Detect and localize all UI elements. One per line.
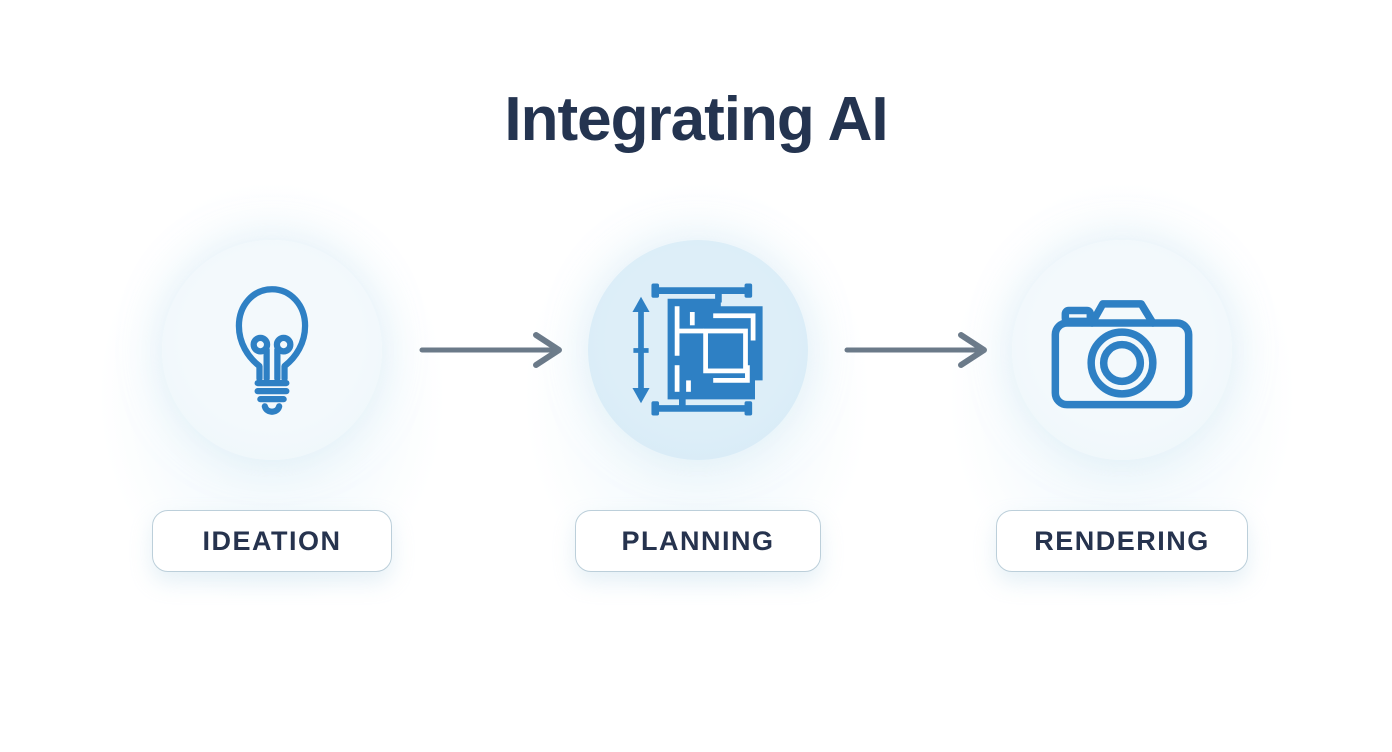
camera-icon [1051,299,1193,408]
ideation-circle [162,240,382,460]
page-title: Integrating AI [504,85,888,154]
arrow-right-icon [419,332,562,368]
ideation-label-box: IDEATION [152,510,392,572]
planning-circle [588,240,808,460]
arrow-right-icon [844,332,987,368]
rendering-label: RENDERING [1034,525,1210,556]
ideation-label: IDEATION [202,525,342,556]
lightbulb-icon [235,286,309,415]
planning-label: PLANNING [621,525,775,556]
blueprint-icon [632,283,763,416]
rendering-label-box: RENDERING [996,510,1248,572]
rendering-circle [1012,240,1232,460]
planning-label-box: PLANNING [575,510,821,572]
